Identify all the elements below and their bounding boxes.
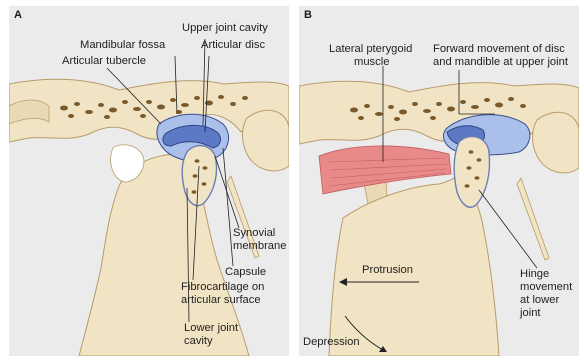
label-hinge-line3: at lower [520, 294, 559, 307]
label-protrusion: Protrusion [362, 264, 413, 277]
label-hinge-line4: joint [520, 307, 541, 320]
label-lateral-pterygoid-line1: Lateral pterygoid [329, 43, 412, 56]
label-synovial-membrane-line1: Synovial [233, 227, 275, 240]
label-fibrocartilage-line1: Fibrocartilage on [181, 281, 264, 294]
ear-canal [243, 110, 290, 171]
label-lower-joint-cavity-line2: cavity [184, 335, 213, 348]
ear-canal-b [533, 112, 580, 173]
label-depression: Depression [303, 336, 360, 349]
label-hinge-line2: movement [520, 281, 572, 294]
label-articular-disc: Articular disc [201, 39, 265, 52]
label-forward-movement-line2: and mandible at upper joint [433, 56, 568, 69]
panel-b: B [299, 6, 579, 356]
label-mandibular-fossa: Mandibular fossa [80, 39, 165, 52]
label-fibrocartilage-line2: articular surface [181, 294, 261, 307]
label-lower-joint-cavity-line1: Lower joint [184, 322, 238, 335]
label-capsule: Capsule [225, 266, 266, 279]
label-hinge-line1: Hinge [520, 268, 549, 281]
label-articular-tubercle: Articular tubercle [62, 55, 146, 68]
panel-a: A [9, 6, 289, 356]
label-lateral-pterygoid-line2: muscle [354, 56, 389, 69]
label-forward-movement-line1: Forward movement of disc [433, 43, 565, 56]
label-upper-joint-cavity: Upper joint cavity [182, 22, 268, 35]
label-synovial-membrane-line2: membrane [233, 240, 286, 253]
